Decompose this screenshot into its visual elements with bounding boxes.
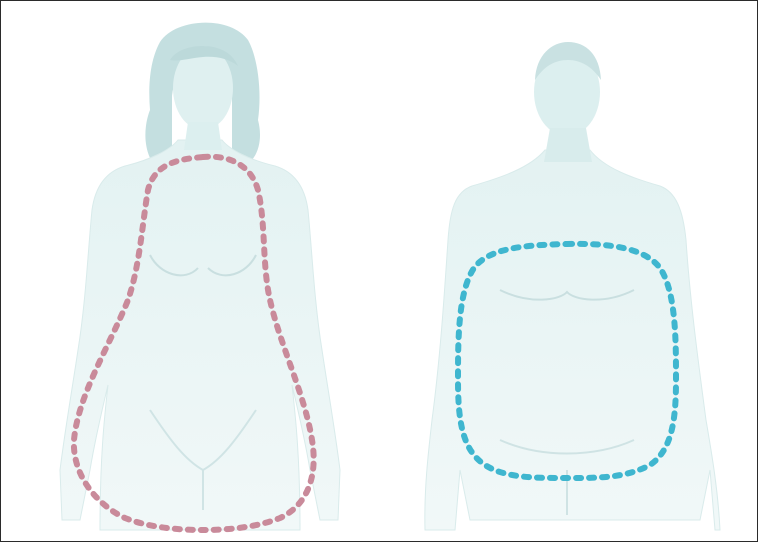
female-body	[60, 140, 340, 530]
female-neck	[184, 122, 222, 150]
female-figure	[60, 23, 340, 530]
male-neck	[544, 128, 592, 162]
male-figure	[425, 42, 720, 530]
